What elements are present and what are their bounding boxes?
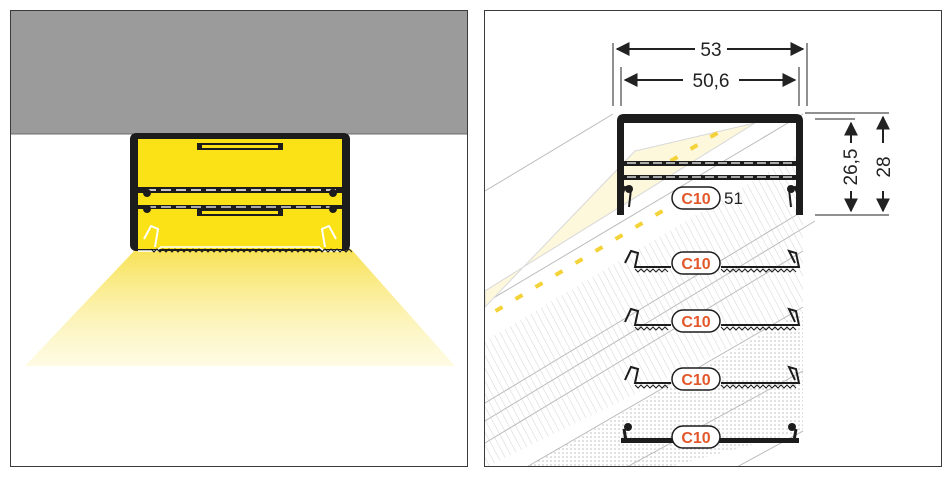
cover-badge-4: [671, 367, 721, 391]
dimension-outer-height: 28: [805, 112, 895, 216]
dimension-outer-width: 53: [612, 40, 808, 106]
profile-inner-light: [138, 139, 342, 249]
cover-suffix-1: 51: [724, 189, 743, 208]
mounted-profile-illustration: [10, 10, 468, 467]
profile-cross-section: [617, 114, 803, 215]
cover-badge-2: [671, 251, 721, 275]
cover-badge-3: [671, 309, 721, 333]
technical-drawing: 53 50,6 26,5 28 C10 51: [484, 10, 942, 467]
cover-badge-1: [671, 186, 721, 210]
inner-width-label: 50,6: [693, 71, 730, 92]
dimension-inner-width: 50,6: [620, 67, 800, 106]
cover-label-2: C10: [681, 256, 710, 273]
cover-option-3: C10: [624, 307, 801, 333]
cover-striped-surface: [485, 151, 803, 466]
cover-option-1: C10 51: [671, 186, 743, 210]
led-strip: [485, 122, 756, 308]
ceiling: [11, 11, 467, 134]
led-chips: [494, 131, 719, 313]
outer-width-label: 53: [700, 40, 721, 61]
led-strip-rails: [138, 187, 342, 216]
technical-drawing-svg: 53 50,6 26,5 28 C10 51: [485, 40, 895, 466]
cover-option-2: C10: [624, 249, 801, 275]
cover-label-1: C10: [681, 191, 710, 208]
cover-label-3: C10: [681, 314, 710, 331]
mounted-profile-drawing: [11, 11, 467, 366]
cover-badge-5: [671, 425, 721, 449]
bottom-cover: [138, 224, 353, 253]
outer-height-label: 28: [874, 156, 895, 177]
cover-option-4: C10: [624, 365, 801, 391]
inner-height-label: 26,5: [841, 149, 862, 186]
light-cone: [25, 249, 455, 366]
cover-label-5: C10: [681, 430, 710, 447]
dimension-inner-height: 26,5: [815, 118, 862, 216]
cover-label-4: C10: [681, 372, 710, 389]
cover-option-5: C10: [621, 423, 799, 449]
